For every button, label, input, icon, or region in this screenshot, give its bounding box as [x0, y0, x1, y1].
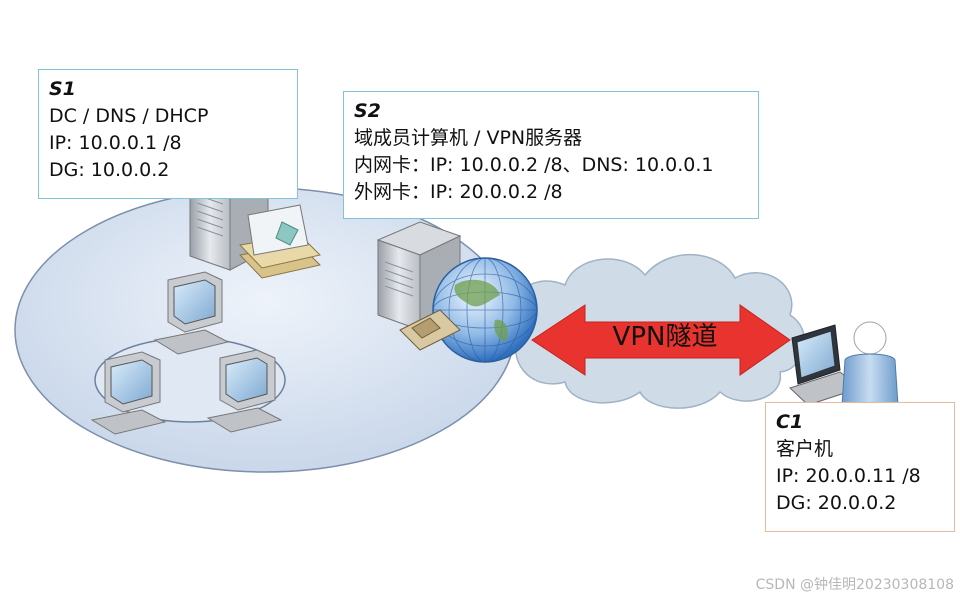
client-c1-gateway: DG: 20.0.0.2 [776, 492, 897, 514]
desktop-computer-icon [206, 349, 283, 433]
server-s2-role: 域成员计算机 / VPN服务器 [354, 127, 583, 149]
client-c1-ip: IP: 20.0.0.11 /8 [776, 465, 921, 487]
user-icon [841, 321, 899, 416]
server-s1-gateway: DG: 10.0.0.2 [49, 159, 170, 181]
watermark: CSDN @钟佳明20230308108 [755, 577, 954, 593]
server-s2-info-box: S2 域成员计算机 / VPN服务器 内网卡：IP: 10.0.0.2 /8、D… [343, 91, 759, 219]
desktop-computer-icon [153, 271, 230, 355]
laptop-icon [789, 324, 862, 406]
server-s2-title: S2 [354, 100, 381, 122]
server-s2-external-nic: 外网卡：IP: 20.0.0.2 /8 [354, 181, 563, 203]
globe-icon [432, 257, 538, 363]
desktop-computer-icon [90, 351, 167, 435]
server-s1-role: DC / DNS / DHCP [49, 105, 209, 127]
client-c1-title: C1 [776, 411, 804, 433]
document-stack-icon [238, 204, 321, 279]
double-arrow-icon [531, 304, 791, 376]
client-c1-role: 客户机 [776, 438, 834, 460]
vpn-tunnel-label: VPN隧道 [612, 322, 718, 352]
server-s1-info-box: S1 DC / DNS / DHCP IP: 10.0.0.1 /8 DG: 1… [38, 69, 298, 199]
client-c1-info-box: C1 客户机 IP: 20.0.0.11 /8 DG: 20.0.0.2 [765, 402, 955, 532]
server-s2-internal-nic: 内网卡：IP: 10.0.0.2 /8、DNS: 10.0.0.1 [354, 154, 714, 176]
server-s1-title: S1 [49, 78, 76, 100]
server-s1-ip: IP: 10.0.0.1 /8 [49, 132, 182, 154]
network-plug-icon [399, 309, 461, 351]
